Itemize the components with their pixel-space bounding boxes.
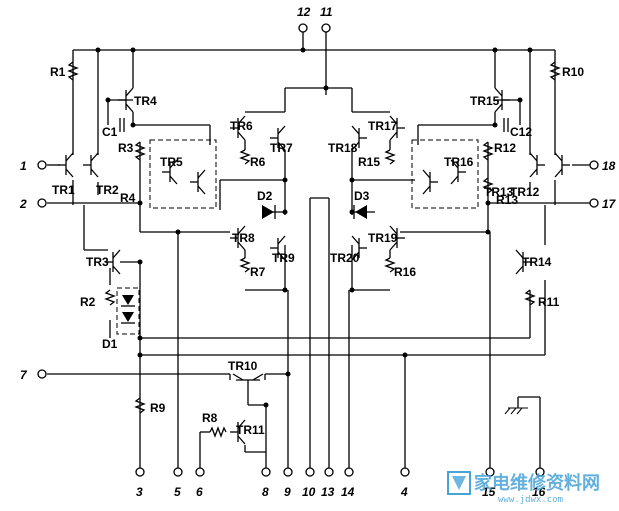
- pin-15: [485, 467, 495, 477]
- label-r7: R7: [250, 265, 266, 279]
- pin-number-3: 3: [136, 485, 143, 499]
- watermark: 家电维修资料网 www.jdwx.com: [447, 471, 600, 505]
- label-r6: R6: [250, 155, 266, 169]
- transistor-symbols: [58, 87, 570, 445]
- label-r4: R4: [120, 191, 136, 205]
- pin-number-6: 6: [196, 485, 203, 499]
- label-r3: R3: [118, 141, 134, 155]
- label-tr14: TR14: [522, 255, 552, 269]
- pin-11: [321, 23, 331, 33]
- pin-12: [298, 23, 308, 33]
- dashed-blocks: [116, 139, 479, 335]
- diode-symbols: [121, 205, 367, 324]
- pin-number-14: 14: [341, 485, 355, 499]
- label-c1: C1: [102, 125, 118, 139]
- label-tr4: TR4: [134, 94, 157, 108]
- watermark-url: www.jdwx.com: [498, 495, 563, 505]
- wiring: [47, 32, 590, 468]
- pin-number-12: 12: [297, 5, 311, 19]
- label-r16: R16: [394, 265, 416, 279]
- pin-numbers: 12 11 1 2 7 18 17 3 5 6 8 9 10 13 14 4 1…: [19, 5, 617, 499]
- label-tr8: TR8: [232, 231, 255, 245]
- label-r13: R13: [496, 193, 518, 207]
- pin-number-1: 1: [20, 159, 27, 173]
- pin-number-8: 8: [262, 485, 269, 499]
- pin-number-5: 5: [174, 485, 181, 499]
- label-tr10: TR10: [228, 359, 258, 373]
- pin-17: [589, 198, 599, 208]
- label-tr19: TR19: [368, 231, 398, 245]
- label-r2: R2: [80, 295, 96, 309]
- label-r15: R15: [358, 155, 380, 169]
- label-r9: R9: [150, 401, 166, 415]
- label-r1: R1: [50, 65, 66, 79]
- pin-16: [535, 467, 545, 477]
- label-tr13: TR13: [484, 185, 514, 199]
- label-tr18: TR18: [328, 141, 358, 155]
- label-tr17: TR17: [368, 119, 398, 133]
- junction-dots: [95, 47, 533, 408]
- label-r12: R12: [494, 141, 516, 155]
- label-tr3: TR3: [86, 255, 109, 269]
- pin-number-2: 2: [19, 197, 27, 211]
- pin-terminals: [37, 23, 599, 477]
- label-r11: R11: [538, 295, 560, 309]
- pin-6: [195, 467, 205, 477]
- pin-number-18: 18: [602, 159, 616, 173]
- pin-1: [37, 160, 47, 170]
- pin-number-15: 15: [482, 485, 496, 499]
- pin-number-17: 17: [602, 197, 617, 211]
- label-d1: D1: [102, 337, 118, 351]
- label-tr15: TR15: [470, 94, 500, 108]
- resistor-symbols: [67, 61, 561, 438]
- pin-number-7: 7: [20, 368, 28, 382]
- pin-10: [305, 467, 315, 477]
- pin-4: [400, 467, 410, 477]
- label-tr16: TR16: [444, 155, 474, 169]
- pin-9: [283, 467, 293, 477]
- label-d2: D2: [257, 189, 273, 203]
- label-c12: C12: [510, 125, 532, 139]
- pin-number-16: 16: [532, 485, 546, 499]
- pin-18: [589, 160, 599, 170]
- pin-8: [261, 467, 271, 477]
- pin-5: [173, 467, 183, 477]
- label-tr11: TR11: [236, 423, 265, 437]
- label-tr1: TR1: [52, 183, 75, 197]
- pin-number-13: 13: [321, 485, 335, 499]
- label-d3: D3: [354, 189, 370, 203]
- pin-number-10: 10: [302, 485, 316, 499]
- label-tr20: TR20: [330, 251, 360, 265]
- label-tr9: TR9: [272, 251, 295, 265]
- label-tr6: TR6: [230, 119, 253, 133]
- label-r10: R10: [562, 65, 584, 79]
- label-tr7: TR7: [270, 141, 293, 155]
- watermark-logo-icon: [447, 471, 471, 495]
- capacitor-symbols: [119, 118, 509, 132]
- pin-number-9: 9: [284, 485, 291, 499]
- label-tr2: TR2: [96, 183, 119, 197]
- pin-number-11: 11: [320, 5, 333, 19]
- pin-2: [37, 198, 47, 208]
- pin-14: [344, 467, 354, 477]
- component-labels: TR1 TR2 TR3 TR4 TR5 TR6 TR7 TR8 TR9 TR10…: [50, 65, 584, 437]
- label-r8: R8: [202, 411, 218, 425]
- label-tr12: TR12: [510, 185, 540, 199]
- pin-3: [135, 467, 145, 477]
- watermark-title: 家电维修资料网: [474, 472, 600, 494]
- label-tr5: TR5: [160, 155, 183, 169]
- pin-7: [37, 369, 47, 379]
- pin-13: [324, 467, 334, 477]
- pin-number-4: 4: [400, 485, 408, 499]
